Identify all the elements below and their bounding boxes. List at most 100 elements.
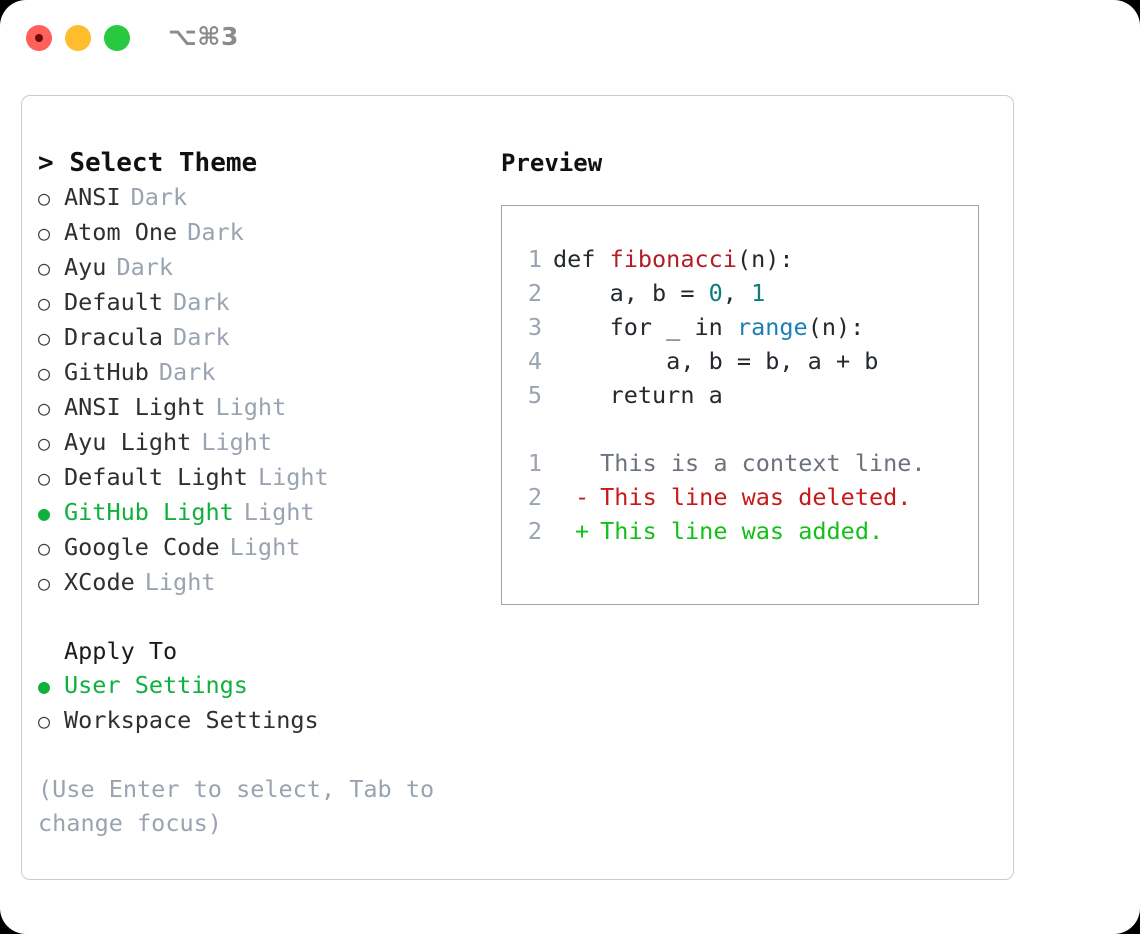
apply-to-option-label: Workspace Settings: [64, 706, 319, 734]
theme-option-label: Default: [64, 288, 164, 316]
code-token: def: [553, 245, 610, 273]
radio-unselected-icon: ○: [38, 256, 51, 280]
diff-line: 2- This line was deleted.: [516, 480, 978, 514]
diff-text: This line was deleted.: [586, 483, 912, 511]
diff-sample: 1 This is a context line.2- This line wa…: [516, 446, 978, 548]
radio-unselected-icon: ○: [38, 709, 51, 733]
line-number: 1: [527, 245, 542, 273]
code-line: 4 a, b = b, a + b: [516, 344, 978, 378]
theme-option-variant-tag: Light: [229, 533, 301, 561]
radio-unselected-icon: ○: [38, 396, 51, 420]
minimize-button[interactable]: [65, 25, 91, 51]
line-number: 3: [527, 313, 542, 341]
theme-option-variant-tag: Dark: [187, 218, 244, 246]
code-line: 3 for _ in range(n):: [516, 310, 978, 344]
theme-option-variant-tag: Light: [215, 393, 287, 421]
theme-option-ayu[interactable]: ○ Ayu Dark: [38, 250, 498, 285]
code-line: 5 return a: [516, 378, 978, 412]
theme-option-variant-tag: Dark: [130, 183, 188, 211]
apply-to-heading: Apply To: [64, 637, 178, 665]
code-token: a, b =: [553, 279, 709, 307]
theme-option-ayu-light[interactable]: ○ Ayu Light Light: [38, 425, 498, 460]
diff-line: 1 This is a context line.: [516, 446, 978, 480]
theme-option-label: Ayu Light: [64, 428, 192, 456]
theme-option-label: GitHub Light: [64, 498, 234, 526]
keyboard-hint-text: (Use Enter to select, Tab to change focu…: [38, 775, 435, 837]
theme-option-label: Atom One: [64, 218, 178, 246]
keyboard-shortcut-label: ⌥⌘3: [168, 22, 239, 51]
theme-option-ansi[interactable]: ○ ANSI Dark: [38, 180, 498, 215]
code-token: (n):: [736, 245, 794, 273]
theme-option-variant-tag: Light: [257, 463, 329, 491]
theme-option-variant-tag: Light: [243, 498, 315, 526]
section-spacer: [38, 600, 498, 634]
theme-option-label: GitHub: [64, 358, 149, 386]
apply-to-list: ●User Settings ○ Workspace Settings: [38, 668, 498, 738]
theme-option-label: Google Code: [64, 533, 220, 561]
code-token: (n):: [807, 313, 865, 341]
radio-unselected-icon: ○: [38, 466, 51, 490]
apply-to-option-workspace-settings[interactable]: ○ Workspace Settings: [38, 703, 498, 738]
code-token: 1: [751, 279, 766, 307]
code-token: fibonacci: [609, 245, 737, 273]
line-number: 4: [527, 347, 542, 375]
code-token: ,: [722, 279, 752, 307]
radio-unselected-icon: ○: [38, 186, 51, 210]
theme-option-label: Ayu: [64, 253, 107, 281]
diff-text: This line was added.: [586, 517, 884, 545]
radio-unselected-icon: ○: [38, 536, 51, 560]
diff-text: This is a context line.: [586, 449, 926, 477]
theme-option-github[interactable]: ○ GitHub Dark: [38, 355, 498, 390]
theme-option-github-light[interactable]: ● GitHub Light Light: [38, 495, 498, 530]
theme-option-variant-tag: Dark: [173, 323, 230, 351]
theme-option-variant-tag: Dark: [116, 253, 174, 281]
apply-to-option-user-settings[interactable]: ●User Settings: [38, 668, 498, 703]
theme-option-dracula[interactable]: ○ Dracula Dark: [38, 320, 498, 355]
code-token: return a: [553, 381, 723, 409]
code-diff-gap: [516, 412, 978, 446]
apply-to-option-label: User Settings: [64, 671, 248, 699]
theme-option-google-code[interactable]: ○ Google Code Light: [38, 530, 498, 565]
diff-marker: +: [575, 517, 590, 545]
preview-title: Preview: [501, 149, 603, 177]
radio-unselected-icon: ○: [38, 571, 51, 595]
theme-option-label: XCode: [64, 568, 135, 596]
theme-option-variant-tag: Light: [201, 428, 273, 456]
code-token: a, b = b, a + b: [553, 347, 879, 375]
radio-unselected-icon: ○: [38, 326, 51, 350]
theme-option-label: Default Light: [64, 463, 248, 491]
traffic-lights: [26, 25, 130, 51]
theme-option-xcode[interactable]: ○ XCode Light: [38, 565, 498, 600]
theme-option-label: ANSI: [64, 183, 121, 211]
prompt-caret-icon: >: [38, 148, 54, 178]
zoom-button[interactable]: [104, 25, 130, 51]
code-line: 2 a, b = 0, 1: [516, 276, 978, 310]
close-button[interactable]: [26, 25, 52, 51]
line-number: 2: [527, 483, 542, 511]
line-number: 2: [527, 517, 542, 545]
line-number: 2: [527, 279, 542, 307]
theme-option-variant-tag: Light: [144, 568, 216, 596]
diff-marker: [575, 446, 586, 480]
radio-unselected-icon: ○: [38, 291, 51, 315]
theme-option-atom-one[interactable]: ○ Atom One Dark: [38, 215, 498, 250]
code-line: 1 def fibonacci(n):: [516, 242, 978, 276]
theme-option-default-light[interactable]: ○ Default Light Light: [38, 460, 498, 495]
theme-option-variant-tag: Dark: [158, 358, 216, 386]
code-token: 0: [708, 279, 723, 307]
radio-unselected-icon: ○: [38, 221, 51, 245]
diff-line: 2 + This line was added.: [516, 514, 978, 548]
line-number: 5: [527, 381, 542, 409]
radio-unselected-icon: ○: [38, 361, 51, 385]
radio-unselected-icon: ○: [38, 431, 51, 455]
title-bar: ⌥⌘3: [0, 0, 1140, 78]
theme-option-label: Dracula: [64, 323, 164, 351]
radio-selected-icon: ●: [38, 501, 51, 525]
